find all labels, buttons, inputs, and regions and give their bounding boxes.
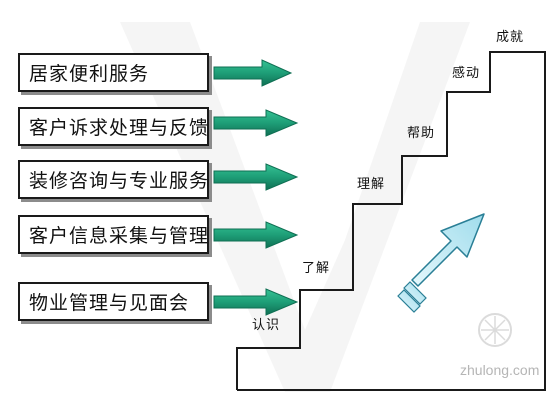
green-right-arrow-icon [213, 163, 299, 191]
service-label: 装修咨询与专业服务 [29, 170, 210, 192]
green-right-arrow-icon [213, 59, 293, 87]
green-right-arrow-icon [213, 109, 299, 137]
service-label: 物业管理与见面会 [29, 292, 190, 314]
service-label: 客户诉求处理与反馈 [29, 117, 210, 139]
service-box-complaint-feedback: 客户诉求处理与反馈 [18, 107, 209, 146]
service-box-management-meeting: 物业管理与见面会 [18, 282, 209, 321]
watermark-text: zhulong.com [460, 362, 540, 378]
step-label-awareness: 认识 [252, 318, 281, 333]
green-right-arrow-icon [213, 288, 299, 316]
step-label-achievement: 成就 [496, 30, 525, 45]
step-label-helping: 帮助 [407, 126, 436, 141]
service-box-home-convenience: 居家便利服务 [18, 53, 209, 92]
service-box-customer-info: 客户信息采集与管理 [18, 215, 209, 254]
staircase-line [236, 51, 546, 391]
green-right-arrow-icon [213, 221, 299, 249]
service-label: 居家便利服务 [29, 63, 150, 85]
service-label: 客户信息采集与管理 [29, 225, 210, 247]
step-label-touching: 感动 [452, 66, 481, 81]
service-box-renovation-consulting: 装修咨询与专业服务 [18, 160, 209, 199]
watermark-logo [478, 313, 512, 347]
step-label-knowing: 了解 [302, 261, 331, 276]
step-label-understanding: 理解 [357, 177, 386, 192]
diagonal-progress-arrow-icon [397, 213, 485, 313]
